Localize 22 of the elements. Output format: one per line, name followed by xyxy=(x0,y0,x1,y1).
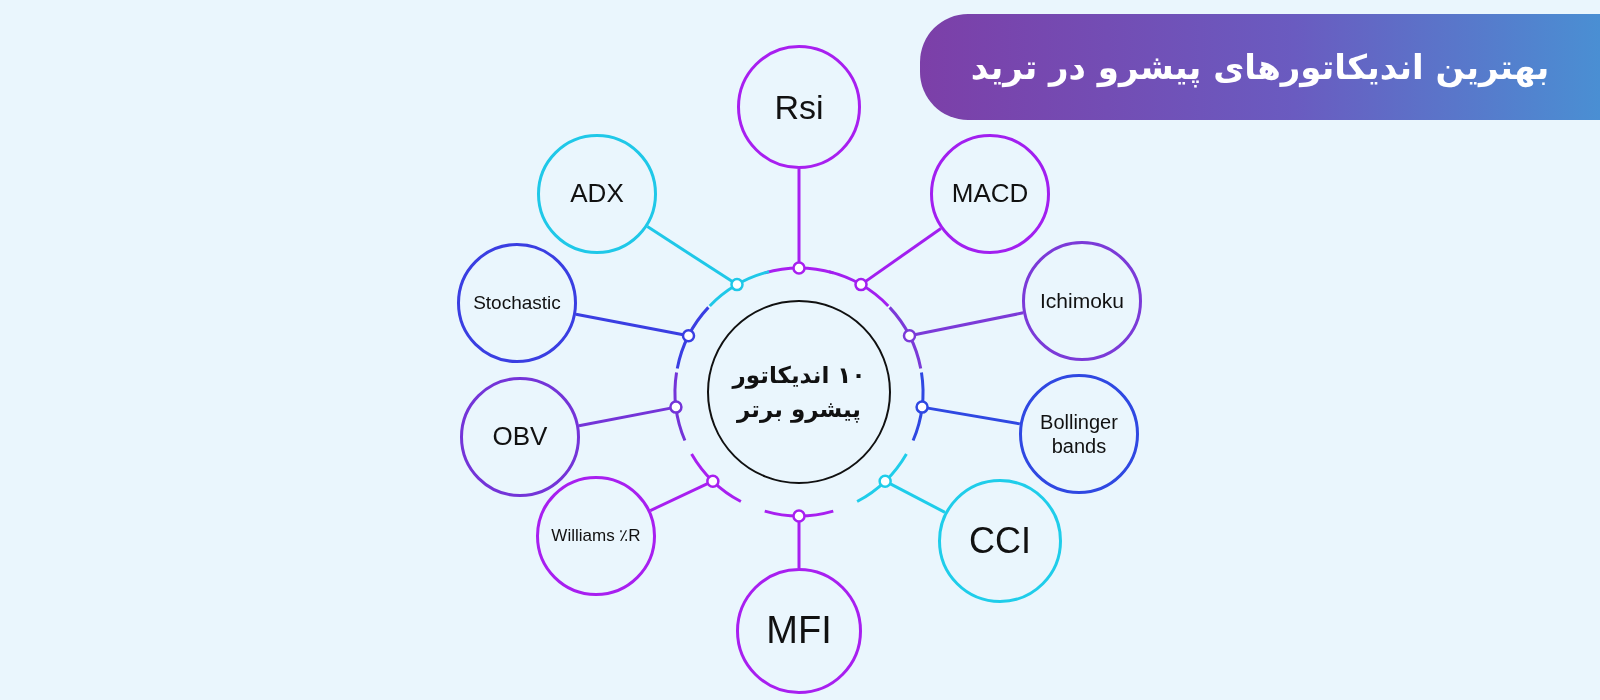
connector-line xyxy=(854,227,942,292)
connector-line xyxy=(915,400,1021,426)
indicator-name: Rsi xyxy=(773,86,825,128)
connector-line xyxy=(646,225,744,292)
indicator-name: Williams ٪R xyxy=(550,525,642,547)
indicator-name: MFI xyxy=(765,608,833,654)
indicator-name: OBV xyxy=(491,421,549,453)
connector-line xyxy=(578,400,683,428)
connector-line xyxy=(792,509,806,568)
indicator-name: CCI xyxy=(968,519,1032,563)
indicator-name: Bollinger bands xyxy=(1039,410,1119,458)
indicator-name: ADX xyxy=(569,178,625,210)
center-text: ۱۰ اندیکاتور پیشرو برتر xyxy=(730,360,867,425)
connector-line xyxy=(902,311,1024,343)
connector-line xyxy=(878,474,946,514)
connector-line xyxy=(575,312,696,343)
indicator-name: MACD xyxy=(950,178,1030,210)
connector-line xyxy=(792,169,806,275)
indicator-name: Ichimoku xyxy=(1039,288,1125,314)
title-banner: بهترین اندیکاتورهای پیشرو در ترید xyxy=(920,14,1600,120)
indicator-name: Stochastic xyxy=(472,291,562,315)
connector-line xyxy=(649,474,720,512)
